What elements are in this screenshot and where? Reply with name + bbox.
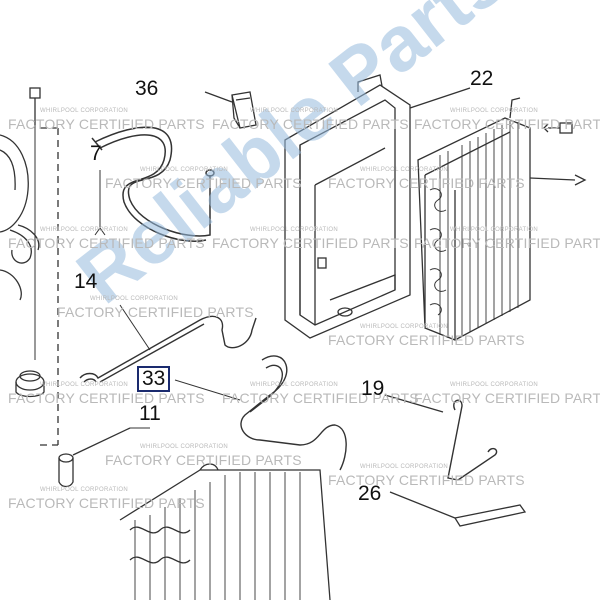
- certified-watermark: FACTORY CERTIFIED PARTS: [414, 390, 600, 406]
- certified-watermark: FACTORY CERTIFIED PARTS: [8, 495, 205, 511]
- certified-watermark: FACTORY CERTIFIED PARTS: [328, 472, 525, 488]
- certified-watermark: FACTORY CERTIFIED PARTS: [414, 235, 600, 251]
- corporation-watermark: WHIRLPOOL CORPORATION: [250, 108, 338, 114]
- evaporator-coil-part: [417, 97, 587, 341]
- corporation-watermark: WHIRLPOOL CORPORATION: [360, 464, 448, 470]
- bracket-part-19: [384, 394, 498, 481]
- drier-part-11: [58, 427, 131, 488]
- certified-watermark: FACTORY CERTIFIED PARTS: [212, 116, 409, 132]
- corporation-watermark: WHIRLPOOL CORPORATION: [250, 227, 338, 233]
- corporation-watermark: WHIRLPOOL CORPORATION: [360, 167, 448, 173]
- corporation-watermark: WHIRLPOOL CORPORATION: [140, 167, 228, 173]
- condenser-coil-part: [119, 463, 331, 600]
- callout-33: 33: [137, 366, 171, 392]
- leader-lines: [94, 170, 241, 429]
- certified-watermark: FACTORY CERTIFIED PARTS: [414, 116, 600, 132]
- corporation-watermark: WHIRLPOOL CORPORATION: [360, 324, 448, 330]
- certified-watermark: FACTORY CERTIFIED PARTS: [8, 235, 205, 251]
- tube-part-7: [91, 126, 215, 242]
- certified-watermark: FACTORY CERTIFIED PARTS: [105, 175, 302, 191]
- screw-right-part: [543, 122, 573, 134]
- corporation-watermark: WHIRLPOOL CORPORATION: [450, 108, 538, 114]
- screw-left-part: [29, 87, 41, 360]
- callout-7: 7: [90, 142, 102, 165]
- certified-watermark: FACTORY CERTIFIED PARTS: [8, 116, 205, 132]
- corporation-watermark: WHIRLPOOL CORPORATION: [140, 444, 228, 450]
- compressor-part: [0, 134, 45, 398]
- corporation-watermark: WHIRLPOOL CORPORATION: [40, 487, 128, 493]
- certified-watermark: FACTORY CERTIFIED PARTS: [222, 390, 419, 406]
- certified-watermark: FACTORY CERTIFIED PARTS: [57, 304, 254, 320]
- corporation-watermark: WHIRLPOOL CORPORATION: [90, 296, 178, 302]
- strip-part-26: [389, 491, 527, 527]
- certified-watermark: FACTORY CERTIFIED PARTS: [8, 390, 205, 406]
- tube-part-14: [79, 315, 257, 383]
- corporation-watermark: WHIRLPOOL CORPORATION: [40, 382, 128, 388]
- tube-part-33: [240, 355, 347, 471]
- corporation-watermark: WHIRLPOOL CORPORATION: [450, 382, 538, 388]
- certified-watermark: FACTORY CERTIFIED PARTS: [328, 332, 525, 348]
- callout-26: 26: [358, 482, 382, 505]
- certified-watermark: FACTORY CERTIFIED PARTS: [212, 235, 409, 251]
- callout-14: 14: [74, 270, 98, 293]
- housing-part-22: [284, 74, 471, 339]
- corporation-watermark: WHIRLPOOL CORPORATION: [450, 227, 538, 233]
- certified-watermark: FACTORY CERTIFIED PARTS: [105, 452, 302, 468]
- certified-watermark: FACTORY CERTIFIED PARTS: [328, 175, 525, 191]
- callout-22: 22: [470, 67, 494, 90]
- callout-36: 36: [135, 77, 159, 100]
- clip-part-36: [204, 91, 257, 129]
- corporation-watermark: WHIRLPOOL CORPORATION: [250, 382, 338, 388]
- callout-19: 19: [361, 377, 385, 400]
- corporation-watermark: WHIRLPOOL CORPORATION: [40, 108, 128, 114]
- dashed-bracket: [40, 127, 59, 446]
- corporation-watermark: WHIRLPOOL CORPORATION: [40, 227, 128, 233]
- callout-11: 11: [139, 402, 161, 425]
